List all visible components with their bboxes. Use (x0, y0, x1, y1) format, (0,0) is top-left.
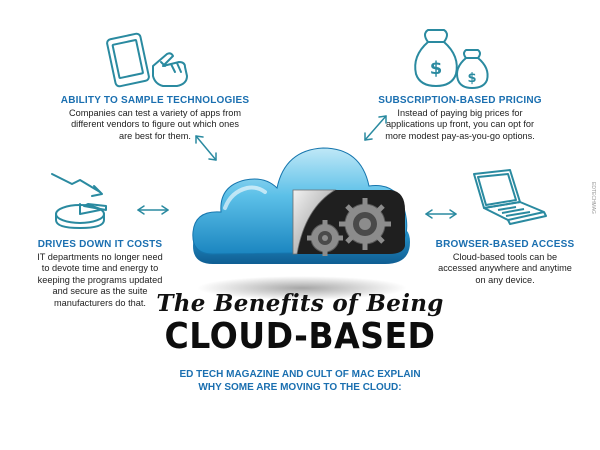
money-bags-icon: $ $ (414, 29, 489, 89)
feature-browser-line-2: accessed anywhere and anytime (438, 263, 572, 274)
subheadline-line-1: ED TECH MAGAZINE AND CULT OF MAC EXPLAIN (179, 369, 421, 380)
laptop-icon (473, 169, 547, 225)
feature-browser: BROWSER-BASED ACCESS Cloud-based tools c… (430, 239, 580, 286)
arrow-costs-to-cloud (137, 205, 169, 215)
feature-sample-title: ABILITY TO SAMPLE TECHNOLOGIES (60, 95, 250, 106)
feature-subscription: SUBSCRIPTION-BASED PRICING Instead of pa… (360, 95, 560, 142)
feature-costs-desc: IT departments no longer need to devote … (20, 252, 180, 309)
arrow-browser-to-cloud (425, 209, 457, 219)
feature-sample-line-2: different vendors to figure out which on… (71, 119, 239, 130)
watermark: EDTECHMAG (590, 182, 596, 214)
feature-costs-title: DRIVES DOWN IT COSTS (37, 239, 163, 250)
feature-costs-line-1: IT departments no longer need (37, 252, 163, 262)
feature-sample-line-1: Companies can test a variety of apps fro… (68, 108, 242, 118)
feature-costs-line-3: keeping the programs updated (37, 274, 163, 285)
feature-costs-line-4: and secure as the suite (52, 286, 148, 297)
feature-browser-line-3: on any device. (475, 274, 535, 285)
feature-costs: DRIVES DOWN IT COSTS IT departments no l… (20, 239, 180, 309)
arrow-sample-to-cloud (195, 135, 217, 161)
feature-subscription-line-1: Instead of paying big prices for (397, 108, 523, 118)
feature-costs-line-2: to devote time and energy to (41, 263, 159, 274)
feature-browser-title: BROWSER-BASED ACCESS (435, 239, 575, 250)
feature-costs-line-5: manufacturers do that. (54, 297, 146, 308)
subheadline: ED TECH MAGAZINE AND CULT OF MAC EXPLAIN… (140, 368, 460, 394)
feature-subscription-line-3: more modest pay-as-you-go options. (385, 130, 535, 141)
headline-cloud-based: CLOUD-BASED (164, 316, 436, 357)
tablet-tap-hand-icon (106, 32, 188, 88)
cloud-gears-icon (192, 147, 410, 300)
feature-subscription-line-2: applications up front, you can opt for (385, 119, 535, 130)
feature-sample: ABILITY TO SAMPLE TECHNOLOGIES Companies… (55, 95, 255, 142)
feature-subscription-title: SUBSCRIPTION-BASED PRICING (378, 95, 542, 106)
pie-chart-downtrend-icon (51, 173, 107, 229)
feature-browser-desc: Cloud-based tools can be accessed anywhe… (430, 252, 580, 286)
feature-browser-line-1: Cloud-based tools can be (452, 252, 558, 262)
dollar-sign-small: $ (467, 71, 476, 86)
headline-benefits: The Benefits of Being (156, 290, 444, 317)
arrow-pricing-to-cloud (364, 115, 387, 141)
subheadline-line-2: WHY SOME ARE MOVING TO THE CLOUD: (198, 382, 402, 393)
feature-subscription-desc: Instead of paying big prices for applica… (360, 108, 560, 142)
feature-sample-line-3: are best for them. (118, 130, 191, 141)
dollar-sign-large: $ (430, 58, 443, 79)
feature-sample-desc: Companies can test a variety of apps fro… (55, 108, 255, 142)
